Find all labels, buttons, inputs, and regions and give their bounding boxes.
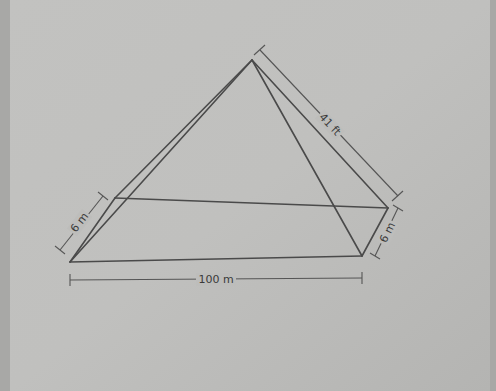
pyramid-edges [70, 60, 388, 262]
paper-sheet [10, 0, 490, 391]
dimension-lines [55, 45, 403, 286]
length-dimension: 100 m [196, 273, 235, 286]
